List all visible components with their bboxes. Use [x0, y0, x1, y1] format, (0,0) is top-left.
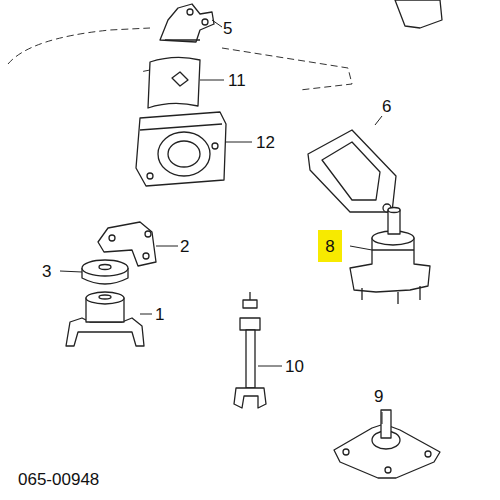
callout-number: 3	[42, 263, 51, 280]
callout-number: 11	[228, 72, 246, 89]
callout-number: 12	[256, 134, 275, 151]
mount-1	[66, 292, 144, 346]
rod-10	[234, 292, 266, 408]
mount-8	[350, 208, 430, 305]
callout-number: 2	[180, 238, 189, 255]
housing-12	[136, 112, 226, 186]
callout-number: 5	[223, 20, 232, 37]
callout-number: 6	[382, 98, 391, 115]
washer-3	[82, 260, 128, 284]
pad-11	[148, 57, 200, 108]
callout-number: 8	[325, 238, 334, 255]
figure-code: 065-00948	[18, 471, 99, 488]
bracket-5	[160, 4, 214, 42]
bracket-6	[308, 130, 396, 212]
frame-bracket	[395, 0, 442, 28]
mount-9	[334, 410, 440, 478]
callout-number: 9	[374, 388, 383, 405]
leader-lines	[60, 20, 382, 424]
highlighted-callout: 8	[318, 230, 342, 262]
callout-number: 1	[155, 306, 164, 323]
callout-number: 10	[285, 358, 304, 375]
